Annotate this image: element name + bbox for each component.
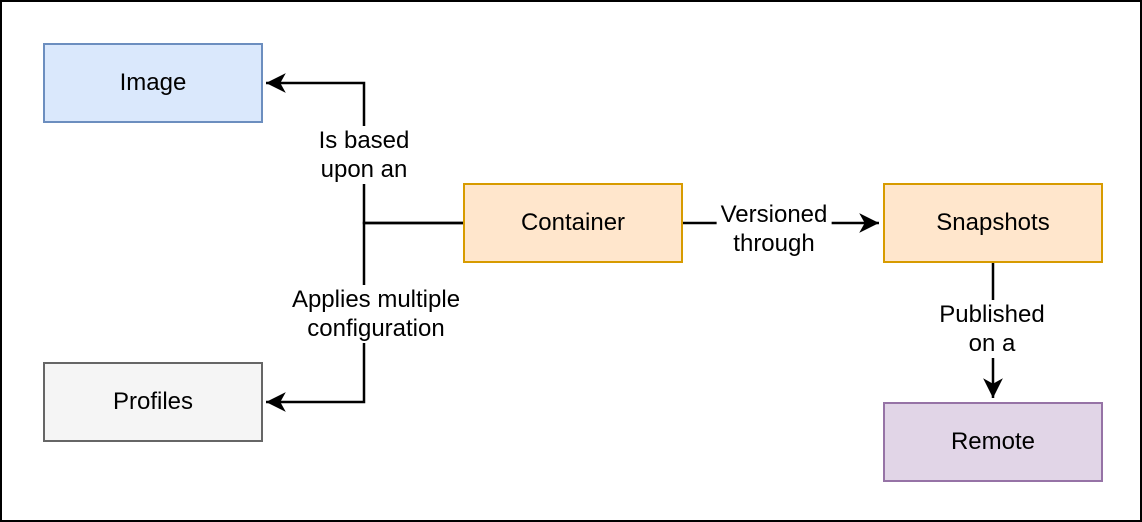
edge-label-line: Is based — [318, 127, 410, 154]
edge-label-line: configuration — [307, 315, 445, 342]
edge-label-line: Applies multiple — [291, 286, 461, 313]
edge-label-is-based-upon-an: Is based upon an — [314, 126, 414, 184]
node-remote-label: Remote — [950, 428, 1036, 455]
node-snapshots: Snapshots — [883, 183, 1103, 263]
node-container-label: Container — [520, 209, 626, 236]
node-container: Container — [463, 183, 683, 263]
edge-label-versioned-through: Versioned through — [716, 200, 832, 258]
node-remote: Remote — [883, 402, 1103, 482]
edge-label-line: through — [733, 230, 815, 257]
edge-label-applies-multiple-configuration: Applies multiple configuration — [287, 285, 465, 343]
edge-label-line: upon an — [320, 156, 408, 183]
edge-label-published-on-a: Published on a — [935, 300, 1049, 358]
edge-label-line: Published — [939, 301, 1045, 328]
node-snapshots-label: Snapshots — [936, 209, 1050, 236]
edge-label-line: Versioned — [720, 201, 828, 228]
node-profiles: Profiles — [43, 362, 263, 442]
node-image: Image — [43, 43, 263, 123]
edge-label-line: on a — [968, 330, 1016, 357]
node-profiles-label: Profiles — [112, 388, 194, 415]
node-image-label: Image — [119, 69, 187, 96]
